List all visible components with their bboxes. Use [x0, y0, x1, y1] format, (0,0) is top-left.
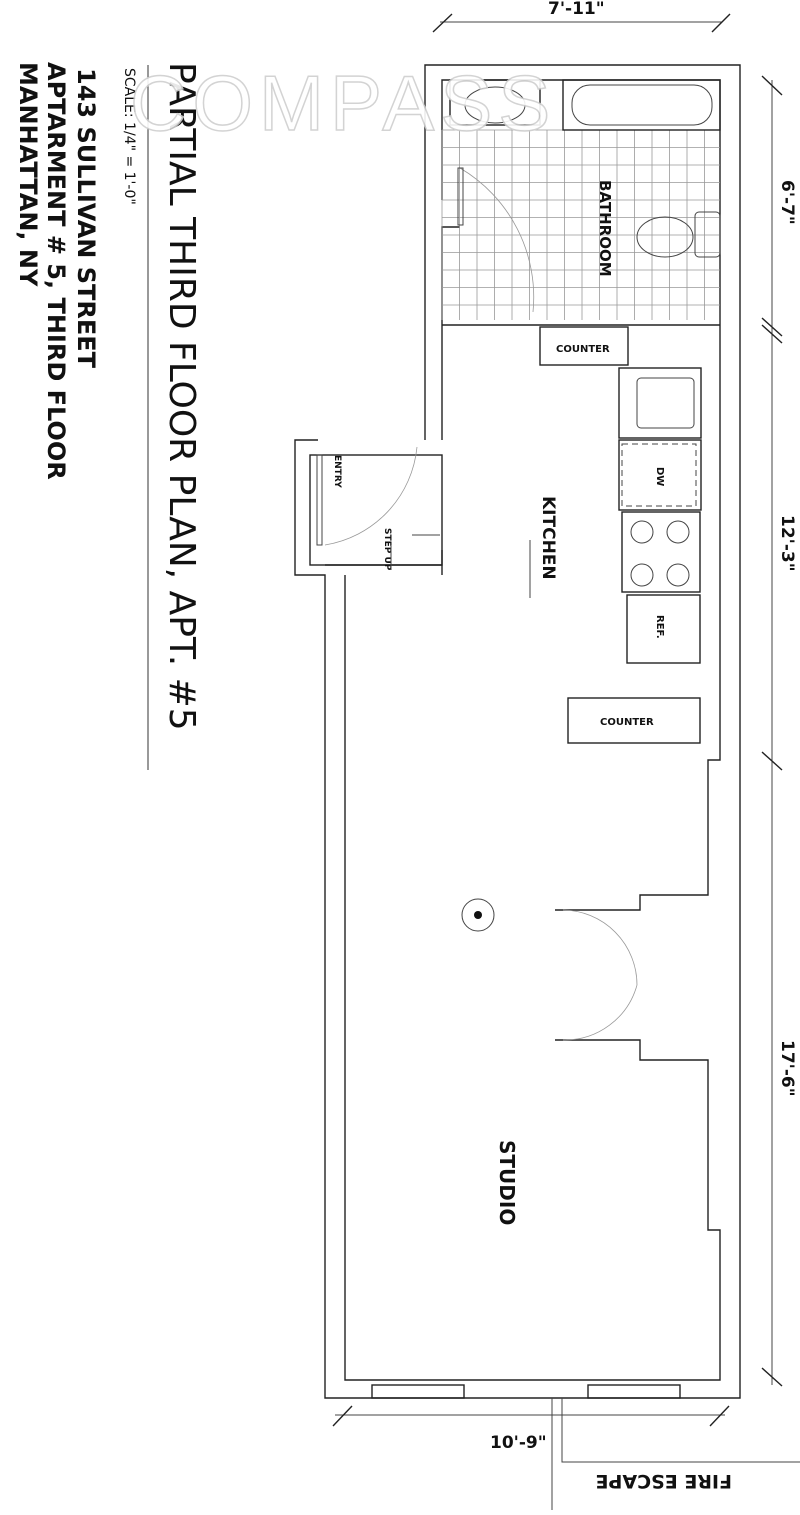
address-line-2: APTARMENT # 5, THIRD FLOOR	[42, 62, 70, 480]
entry-door-swing	[324, 446, 418, 546]
address-line-3: MANHATTAN, NY	[14, 62, 42, 287]
burner-icon	[630, 563, 654, 587]
sink-cabinet	[618, 367, 702, 439]
counter-top-label: COUNTER	[556, 344, 610, 355]
bathtub	[562, 79, 721, 131]
bathroom: BATHROOM	[441, 79, 721, 320]
step-up-label: STEP UP	[382, 528, 392, 571]
burner-icon	[666, 563, 690, 587]
fire-escape: FIRE ESCAPE	[551, 1398, 800, 1510]
light-fixture-icon	[461, 898, 495, 932]
closet-door-swing	[562, 984, 638, 1041]
fire-escape-label: FIRE ESCAPE	[596, 1470, 733, 1492]
bathroom-label: BATHROOM	[596, 180, 614, 277]
dim-top-width: 7'-11"	[548, 0, 605, 19]
studio: STUDIO	[461, 898, 638, 1225]
kitchen: COUNTER DW REF. COUNTER KITCHEN	[529, 326, 702, 744]
dim-bathroom-length: 6'-7"	[777, 180, 797, 225]
title-block: PARTIAL THIRD FLOOR PLAN, APT. #5 SCALE:…	[14, 62, 202, 770]
sink	[449, 79, 541, 126]
counter-bottom-label: COUNTER	[600, 717, 654, 728]
dim-studio-length: 17'-6"	[777, 1040, 797, 1097]
bathroom-door-swing	[459, 167, 535, 313]
closet-door-swing	[562, 909, 638, 986]
entry: ENTRY STEP UP	[316, 446, 440, 571]
light-fixture-dot	[474, 911, 482, 919]
dim-kitchen-length: 12'-3"	[777, 515, 797, 572]
refrigerator-label: REF.	[654, 615, 665, 639]
kitchen-sink	[636, 377, 695, 429]
dim-bottom-width: 10'-9"	[490, 1433, 547, 1453]
dishwasher	[618, 439, 702, 511]
burner-icon	[630, 520, 654, 544]
dimensions: 7'-11" 6'-7" 12'-3" 17'-6" 10'-9"	[332, 0, 797, 1453]
entry-label: ENTRY	[332, 455, 342, 488]
sink-basin	[464, 86, 526, 124]
toilet-tank	[694, 211, 721, 258]
counter-bottom	[567, 697, 701, 744]
scale-note: SCALE: 1/4" = 1'-0"	[121, 68, 137, 205]
bathroom-door	[457, 167, 464, 226]
toilet-bowl	[636, 216, 694, 258]
burner-icon	[666, 520, 690, 544]
stove	[621, 511, 701, 593]
studio-label: STUDIO	[495, 1140, 519, 1225]
compass-watermark: COMPASS	[130, 59, 556, 147]
bathtub-basin	[571, 84, 713, 126]
counter-top	[539, 326, 629, 366]
refrigerator	[626, 594, 701, 664]
address-line-1: 143 SULLIVAN STREET	[72, 68, 100, 369]
kitchen-label: KITCHEN	[538, 496, 558, 580]
dishwasher-label: DW	[654, 467, 665, 486]
entry-door	[316, 454, 323, 546]
plan-title: PARTIAL THIRD FLOOR PLAN, APT. #5	[161, 62, 202, 731]
